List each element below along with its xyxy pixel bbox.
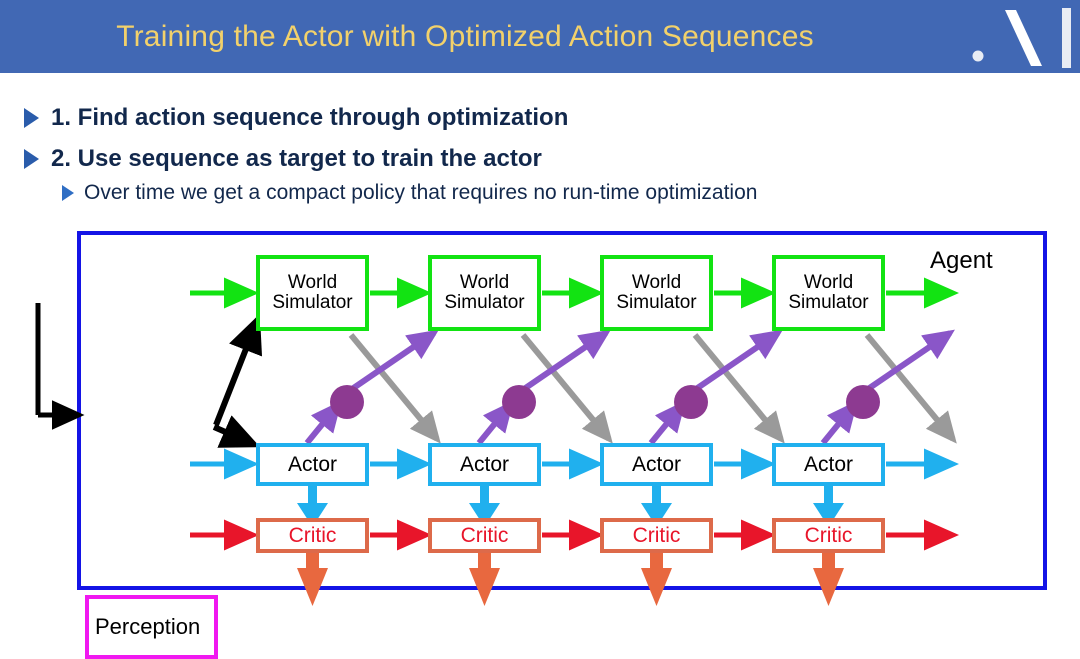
slide-title-bar: Training the Actor with Optimized Action… [0,0,1080,73]
purple-action-arrow-4b [866,329,955,392]
critic-output-arrows [297,552,844,606]
world-simulator-node-2[interactable]: World Simulator [428,255,541,331]
perception-node[interactable]: Perception [85,595,218,659]
actor-node-2[interactable]: Actor [428,443,541,486]
world-simulator-line1: World [459,272,510,294]
purple-action-dot-1 [330,385,364,419]
critic-node-2[interactable]: Critic [428,518,541,553]
world-simulator-line1: World [803,272,854,294]
purple-action-dot-3 [674,385,708,419]
critic-label: Critic [804,523,853,547]
gray-state-arrow-1 [348,333,441,444]
world-simulator-node-1[interactable]: World Simulator [256,255,369,331]
page-title: Training the Actor with Optimized Action… [116,19,814,53]
gray-state-arrow-3 [692,333,785,444]
critic-label: Critic [460,523,509,547]
bullet-item-3: Over time we get a compact policy that r… [62,181,757,205]
actor-node-1[interactable]: Actor [256,443,369,486]
purple-action-dots [330,385,880,419]
critic-label: Critic [632,523,681,547]
purple-action-arrow-1b [350,329,439,392]
gray-state-arrow-2 [520,333,613,444]
logo-dot-icon [972,50,984,62]
bullet-item-2-label: 2. Use sequence as target to train the a… [51,145,542,172]
world-simulator-line1: World [631,272,682,294]
purple-action-arrow-3b [694,329,783,392]
agent-architecture-diagram: Perception World Simulator World Simulat… [0,215,1080,659]
critic-node-1[interactable]: Critic [256,518,369,553]
diagram-canvas [35,231,1047,606]
triangle-bullet-icon [24,108,39,128]
bullet-item-3-label: Over time we get a compact policy that r… [84,181,758,204]
purple-action-arrow-2b [522,329,611,392]
world-simulator-line2: Simulator [272,292,353,313]
bullet-item-1: 1. Find action sequence through optimiza… [24,104,568,132]
perception-to-actor-arrow [212,415,261,448]
actor-label: Actor [287,452,337,476]
triangle-bullet-icon [62,185,74,201]
purple-action-dot-4 [846,385,880,419]
world-simulator-line2: Simulator [444,292,525,313]
world-simulator-line1: World [287,272,338,294]
perception-to-world-simulator-arrow [213,313,263,427]
bullet-item-1-label: 1. Find action sequence through optimiza… [51,104,569,131]
critic-label: Critic [288,523,337,547]
world-simulator-line2: Simulator [788,292,869,313]
perception-label: Perception [95,613,201,639]
bullet-item-2: 2. Use sequence as target to train the a… [24,145,542,173]
actor-node-3[interactable]: Actor [600,443,713,486]
logo-backslash-icon [1005,10,1042,66]
actor-label: Actor [459,452,509,476]
brand-logo [972,8,1071,68]
gray-state-arrows [348,333,957,444]
actor-to-critic-arrows [297,485,844,527]
actor-node-4[interactable]: Actor [772,443,885,486]
logo-bar-icon [1062,8,1071,68]
critic-node-3[interactable]: Critic [600,518,713,553]
triangle-bullet-icon [24,149,39,169]
world-simulator-node-4[interactable]: World Simulator [772,255,885,331]
agent-label: Agent [930,247,993,274]
actor-label: Actor [803,452,853,476]
actor-label: Actor [631,452,681,476]
world-simulator-node-3[interactable]: World Simulator [600,255,713,331]
purple-action-dot-2 [502,385,536,419]
gray-state-arrow-4 [864,333,957,444]
world-simulator-line2: Simulator [616,292,697,313]
black-input-arrow [35,303,85,430]
critic-node-4[interactable]: Critic [772,518,885,553]
